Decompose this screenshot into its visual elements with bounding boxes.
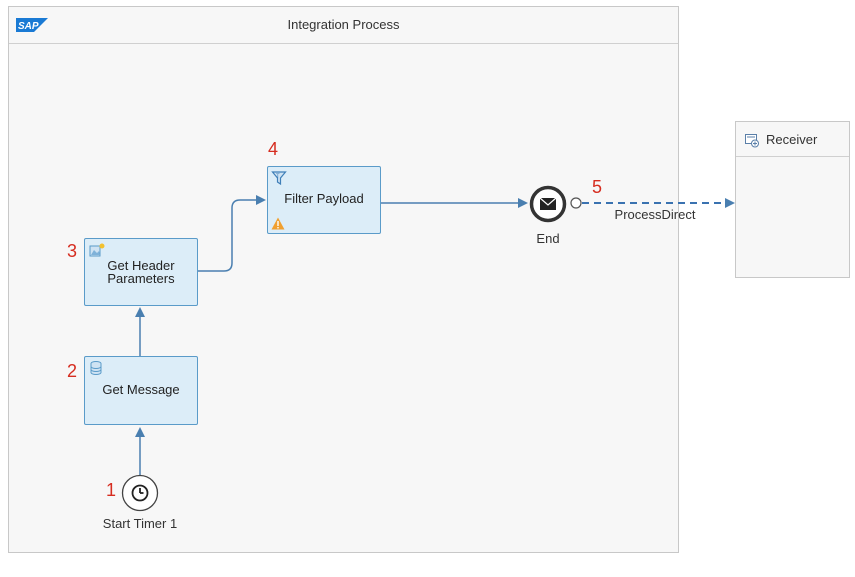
envelope-icon: [539, 197, 557, 210]
annotation-number-4: 4: [268, 139, 279, 159]
content-modifier-icon: [89, 243, 105, 257]
receiver-label: Receiver: [766, 132, 818, 147]
pool-title: Integration Process: [287, 17, 400, 32]
receiver-system-icon: [745, 134, 759, 148]
filter-icon: T: [271, 171, 287, 186]
get-message-label: Get Message: [102, 382, 180, 397]
process-direct-label: ProcessDirect: [614, 207, 696, 222]
get-message-step[interactable]: Get Message: [84, 356, 198, 425]
receiver-participant[interactable]: Receiver: [735, 121, 850, 278]
warning-icon[interactable]: [271, 217, 285, 230]
annotation-number-3: 3: [67, 241, 78, 261]
annotation-number-2: 2: [67, 361, 78, 381]
data-store-icon: [90, 361, 102, 375]
filter-payload-label: Filter Payload: [284, 191, 364, 206]
end-event-label: End: [536, 231, 560, 246]
svg-text:SAP: SAP: [18, 21, 39, 32]
timer-start-event[interactable]: [121, 474, 159, 512]
sap-logo: SAP: [16, 18, 48, 32]
flow-header-to-filter[interactable]: [198, 195, 266, 272]
pool-header: SAP Integration Process: [9, 7, 678, 44]
get-header-label-line1: Get Header: [107, 258, 175, 273]
annotation-number-1: 1: [106, 480, 117, 500]
start-timer-label: Start Timer 1: [102, 516, 178, 531]
receiver-header: Receiver: [736, 122, 849, 157]
filter-payload-step[interactable]: T Filter Payload: [267, 166, 381, 234]
get-header-label-line2: Parameters: [107, 271, 175, 286]
get-header-parameters-step[interactable]: Get Header Parameters: [84, 238, 198, 306]
clock-icon: [131, 484, 149, 502]
svg-text:T: T: [276, 174, 280, 180]
message-flow-source-circle: [570, 197, 582, 209]
annotation-number-5: 5: [592, 177, 603, 197]
message-end-event[interactable]: [529, 185, 567, 223]
